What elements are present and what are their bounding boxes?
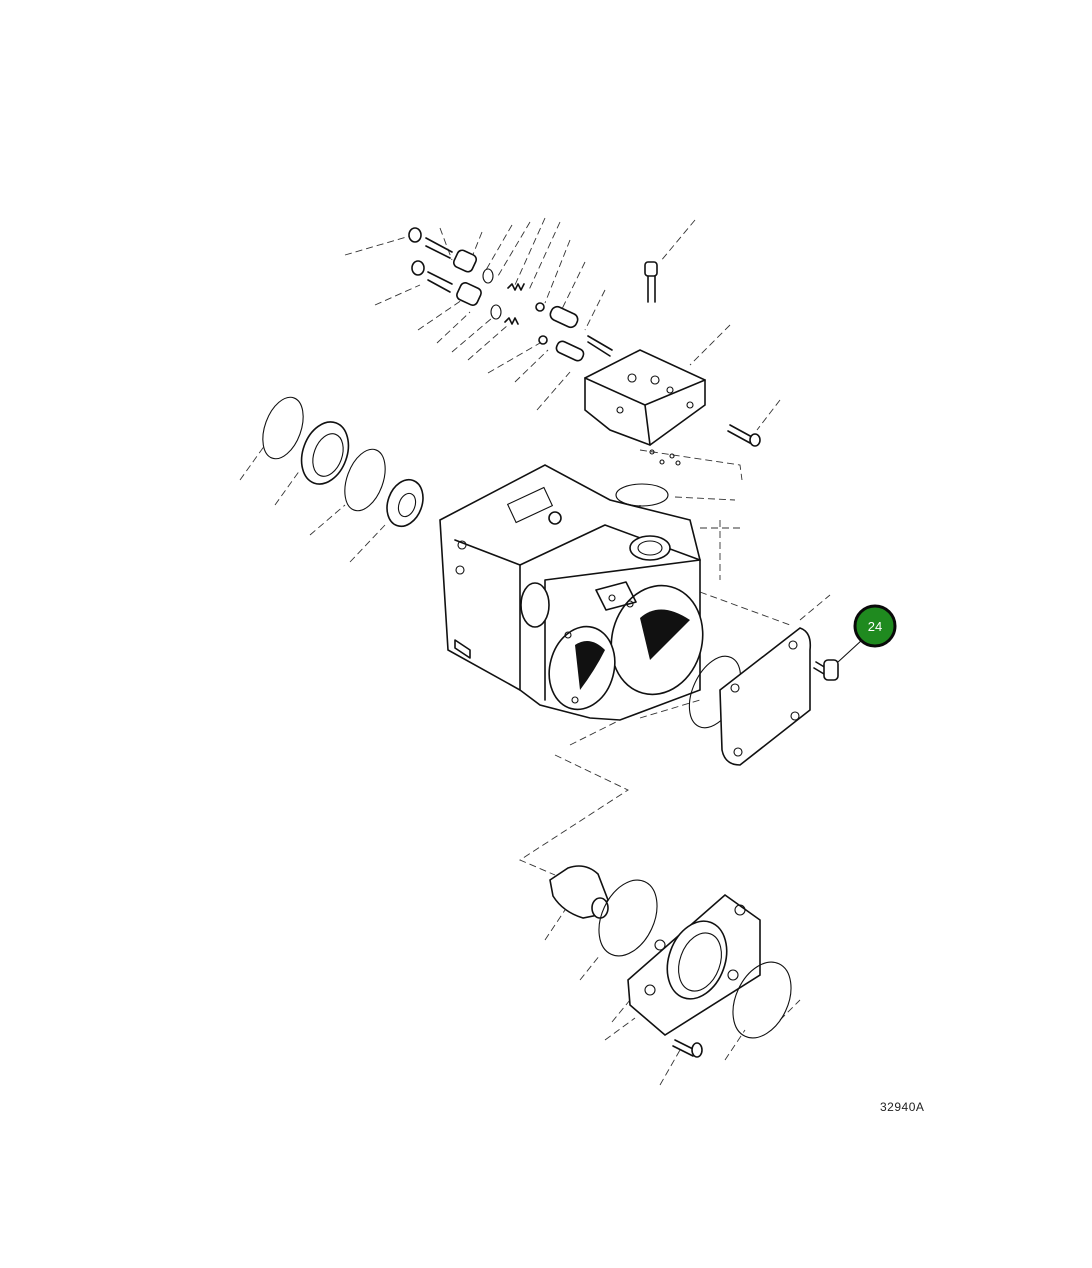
- pump-housing: [439, 464, 704, 721]
- callout-24-label: 24: [868, 619, 882, 634]
- lower-assembly: [549, 865, 792, 1058]
- seal-stack: [262, 396, 424, 528]
- cover-plate: [688, 627, 839, 766]
- leader-lines: [239, 217, 831, 1086]
- figure-code: 32940A: [880, 1100, 925, 1114]
- callout-24-badge[interactable]: [853, 604, 897, 648]
- callout-24[interactable]: 24: [837, 604, 897, 663]
- valve-parts: [408, 227, 761, 466]
